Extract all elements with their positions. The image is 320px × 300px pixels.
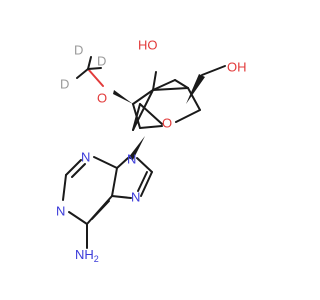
atom-o3-hydroxyl: HO [138,37,158,52]
atom-n9: N [127,151,136,166]
bond-ring-d [152,79,176,91]
bond-c5-o5 [201,65,226,76]
bond-ring-e [174,79,189,89]
wedge-c4-c5 [186,74,205,104]
bond-n3-c2 [65,159,82,176]
bond-c3-o3 [152,71,157,91]
bond-o2-ch3 [87,68,104,87]
atom-n1: N [56,203,65,218]
bond-ch3-dtop [87,56,92,70]
bond-ring-c [139,125,163,129]
bond-c8-n7 [140,171,153,197]
atom-deuterium-top: D [74,42,83,57]
atom-n3: N [81,149,90,164]
amino-nh: NH [75,247,94,262]
bond-ch3-dleft [76,68,89,79]
bond-ring-b [132,103,141,129]
atom-amino: NH2 [75,247,99,264]
bond-c1-c2 [132,89,154,131]
bond-n1-c6 [68,211,88,225]
wedge-c2-o2 [113,90,133,104]
bond-n3-c2-double [71,163,86,178]
atom-o-methoxy: O [97,90,107,105]
bond-c4-n3 [93,156,118,169]
bond-c2-c3 [152,87,189,91]
wedge-c1-n9 [128,136,145,160]
bond-c2-n1 [62,174,67,201]
atom-deuterium-left: D [60,76,69,91]
bond-c4-n9 [116,157,129,169]
bond-c3-c4 [187,87,201,111]
bond-c8-n7-double [137,171,148,192]
atom-n7: N [131,189,140,204]
bond-c5-c4 [111,167,118,197]
amino-subscript: 2 [94,254,99,264]
bond-ring-a [132,89,154,105]
structural-formula: O HO OH O D D D N N N N NH2 [56,37,247,264]
bond-n9-c8 [136,157,153,173]
bond-ch3-dright [87,67,102,70]
bond-o4-c1 [139,103,163,125]
bond-n7-c5 [111,195,132,199]
atom-deuterium-right: D [97,53,106,68]
atom-o-ring: O [162,115,172,130]
bond-c4-o4 [175,109,201,123]
bond-c6-c5-double [91,200,110,220]
atom-o5-hydroxyl: OH [227,59,247,74]
